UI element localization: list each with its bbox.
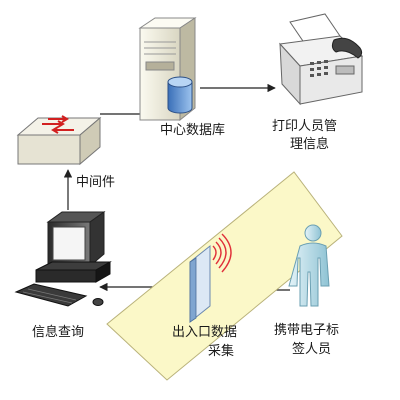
person-icon bbox=[288, 224, 330, 307]
printer-label-line2: 理信息 bbox=[290, 137, 330, 152]
person-label-line2: 签人员 bbox=[292, 342, 332, 357]
fax-printer-icon bbox=[278, 13, 364, 106]
database-server-icon bbox=[138, 17, 197, 122]
gate-label-line1: 出入口数据 bbox=[172, 325, 238, 340]
rfid-reader-icon bbox=[212, 233, 232, 273]
switch-label: 中间件 bbox=[76, 175, 116, 190]
server-label: 中心数据库 bbox=[160, 123, 226, 138]
gate-panel bbox=[106, 171, 343, 381]
computer-label: 信息查询 bbox=[32, 325, 85, 340]
printer-label-line1: 打印人员管 bbox=[272, 119, 338, 134]
person-label-line1: 携带电子标 bbox=[274, 323, 340, 338]
network-switch-icon bbox=[16, 115, 102, 166]
gate-label-line2: 采集 bbox=[208, 344, 235, 359]
desktop-computer-icon bbox=[14, 211, 112, 307]
